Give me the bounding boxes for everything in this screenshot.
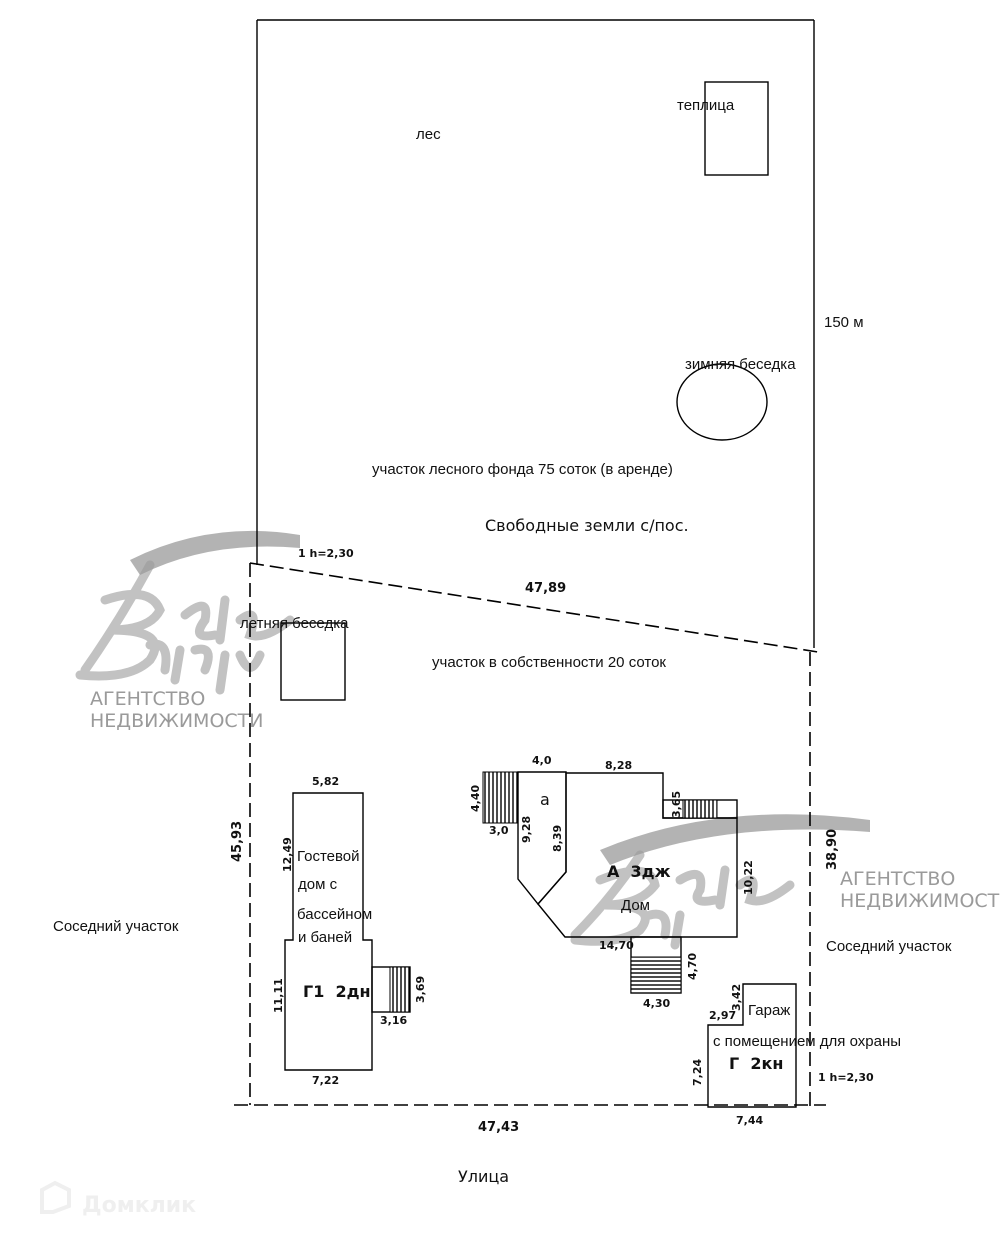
house-logo-icon: [40, 1180, 71, 1214]
house-dim-928: 9,28: [520, 816, 533, 843]
greenhouse-label: теплица: [677, 97, 735, 114]
domclick-logo: Домклик: [40, 1180, 196, 1218]
house: [482, 771, 738, 994]
garage-name: Гараж: [748, 1002, 790, 1019]
gh-code: Г1 2дн: [303, 982, 371, 1001]
house-dim-bstairs-w: 4,30: [643, 997, 670, 1010]
neighbor-right-label: Соседний участок: [826, 938, 952, 955]
watermark-agency-text-2: АГЕНТСТВО: [840, 868, 955, 890]
dim-right: 38,90: [825, 829, 840, 870]
house-dim-839: 8,39: [551, 825, 564, 852]
domclick-text: Домклик: [82, 1193, 196, 1218]
watermark-script-logo-2: [570, 850, 795, 950]
house-code: А 3дж: [607, 862, 671, 881]
house-dim-bottom: 14,70: [599, 939, 634, 952]
height-label-right: 1 h=2,30: [818, 1071, 874, 1084]
length-label: 150 м: [824, 314, 864, 331]
house-dim-top: 8,28: [605, 759, 632, 772]
dim-bottom: 47,43: [478, 1120, 519, 1135]
gh-label-1: Гостевой: [297, 848, 360, 865]
house-dim-bstairs-h: 4,70: [686, 953, 699, 980]
free-lands-label: Свободные земли с/пос.: [485, 516, 689, 535]
house-dim-a-top: 4,0: [532, 754, 552, 767]
owned-plot-boundary: [234, 562, 826, 1112]
winter-gazebo-label: зимняя беседка: [685, 356, 796, 373]
gh-label-4: и баней: [298, 929, 352, 946]
forest-plot-boundary: [256, 19, 815, 648]
garage-dim-297: 2,97: [709, 1009, 736, 1022]
gh-dim-lower: 11,11: [272, 978, 285, 1013]
watermark-agency-text: АГЕНТСТВО: [90, 688, 205, 710]
garage-dim-724: 7,24: [691, 1059, 704, 1086]
house-dim-porch: 3,65: [670, 791, 683, 818]
garage-shape: [707, 983, 797, 1108]
greenhouse-shape: [704, 81, 769, 176]
house-name: Дом: [621, 897, 650, 914]
watermark-realty-text: НЕДВИЖИМОСТИ: [90, 710, 264, 732]
gh-dim-upper: 12,49: [281, 837, 294, 872]
summer-gazebo-shape: [280, 622, 346, 701]
gh-dim-porch-h: 3,69: [414, 976, 427, 1003]
garage-dim-342: 3,42: [730, 984, 743, 1011]
dim-diagonal: 47,89: [525, 581, 566, 596]
gh-label-2: дом с: [298, 876, 338, 893]
street-label: Улица: [458, 1167, 509, 1186]
neighbor-left-label: Соседний участок: [53, 918, 179, 935]
watermark-realty-text-2: НЕДВИЖИМОСТИ: [840, 890, 1001, 912]
forest-plot-label: участок лесного фонда 75 соток (в аренде…: [372, 461, 673, 478]
winter-gazebo-shape: [676, 363, 768, 441]
garage-desc: с помещением для охраны: [713, 1033, 901, 1050]
house-dim-stairs-h: 4,40: [469, 785, 482, 812]
gh-label-3: бассейном: [297, 906, 372, 923]
garage-dim-744: 7,44: [736, 1114, 763, 1127]
gh-dim-top: 5,82: [312, 775, 339, 788]
garage-code: Г 2кн: [729, 1054, 783, 1073]
gh-dim-porch-w: 3,16: [380, 1014, 407, 1027]
summer-gazebo-label: летняя беседка: [240, 615, 349, 632]
house-dim-right: 10,22: [742, 860, 755, 895]
house-annex-label: а: [540, 790, 550, 809]
forest-label: лес: [416, 126, 441, 143]
own-plot-label: участок в собственности 20 соток: [432, 654, 666, 671]
guest-house: [284, 792, 411, 1071]
height-label-top: 1 h=2,30: [298, 547, 354, 560]
dim-left: 45,93: [230, 821, 245, 862]
watermark-right: АГЕНТСТВО НЕДВИЖИМОСТИ: [570, 814, 1001, 950]
house-dim-stairs-w: 3,0: [489, 824, 509, 837]
gh-dim-bottom: 7,22: [312, 1074, 339, 1087]
